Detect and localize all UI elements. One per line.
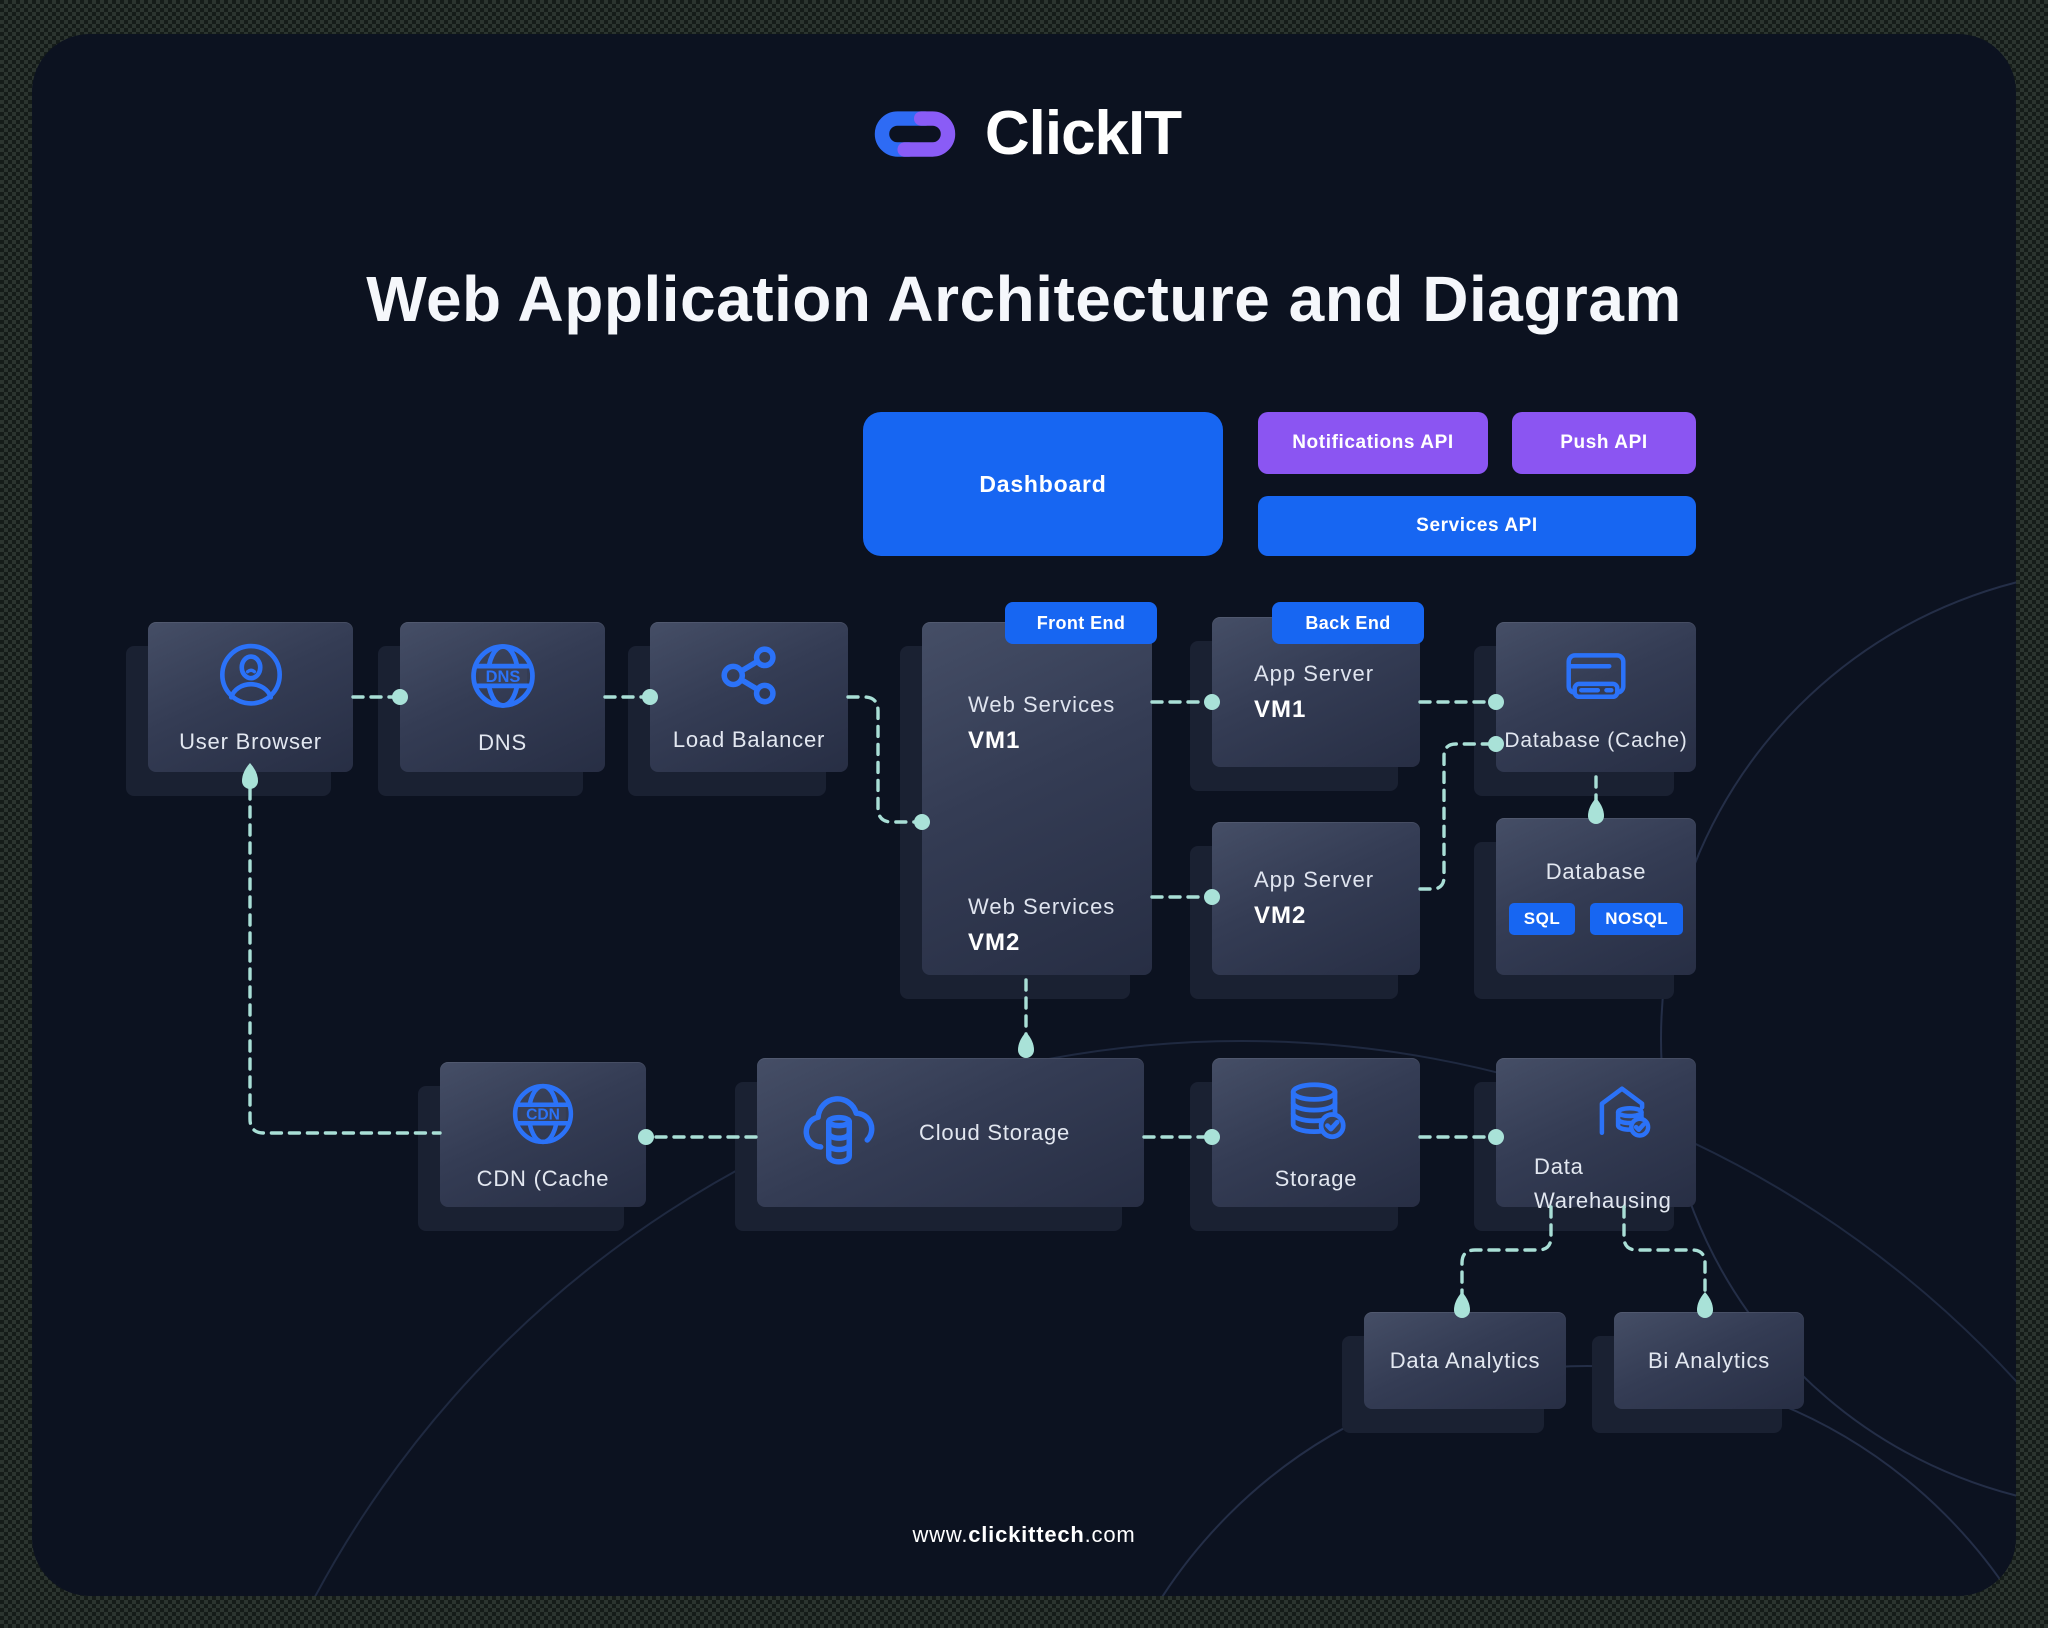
node-label: DNS bbox=[478, 730, 527, 755]
dns-globe-icon: DNS bbox=[470, 644, 535, 708]
node-label: Web Services bbox=[968, 692, 1116, 717]
website-url: www.clickittech.com bbox=[0, 1522, 2048, 1548]
sql-badge: SQL bbox=[1508, 902, 1576, 935]
node-label: Data bbox=[1534, 1154, 1584, 1179]
url-prefix: www. bbox=[912, 1522, 969, 1547]
node-cdn: CDN CDN (Cache bbox=[418, 1062, 646, 1231]
node-web-services: Web Services VM1 Web Services VM2 bbox=[900, 622, 1152, 999]
node-dns: DNS DNS bbox=[378, 622, 605, 796]
node-database: Database SQL NOSQL bbox=[1474, 818, 1696, 999]
node-data-analytics: Data Analytics bbox=[1342, 1312, 1566, 1433]
svg-text:CDN: CDN bbox=[526, 1106, 560, 1123]
cdn-globe-icon: CDN bbox=[512, 1083, 574, 1144]
node-label: Database (Cache) bbox=[1504, 729, 1688, 752]
web-services-vm2: Web Services VM2 bbox=[968, 894, 1115, 957]
node-label: App Server bbox=[1254, 660, 1375, 686]
url-suffix: .com bbox=[1084, 1522, 1136, 1547]
vm-label: VM1 bbox=[1254, 695, 1307, 723]
node-user-browser: User Browser bbox=[126, 622, 353, 796]
nosql-badge: NOSQL bbox=[1590, 902, 1684, 935]
node-label: User Browser bbox=[179, 729, 322, 754]
page-title: Web Application Architecture and Diagram bbox=[366, 263, 1682, 335]
dashboard-button[interactable]: Dashboard bbox=[863, 412, 1223, 556]
notifications-api-button[interactable]: Notifications API bbox=[1258, 412, 1488, 474]
web-services-vm1: Web Services VM1 bbox=[968, 692, 1115, 755]
user-browser-icon bbox=[219, 643, 282, 706]
services-api-button[interactable]: Services API bbox=[1258, 496, 1696, 556]
node-storage: Storage bbox=[1190, 1058, 1420, 1231]
node-label: Database bbox=[1545, 858, 1647, 884]
node-label: Data Analytics bbox=[1389, 1347, 1541, 1373]
node-label: App Server bbox=[1254, 867, 1375, 892]
brand-logo: ClickIT bbox=[0, 98, 2048, 169]
node-label: Warehausing bbox=[1534, 1188, 1672, 1213]
node-label: Load Balancer bbox=[672, 727, 826, 752]
front-end-badge: Front End bbox=[1005, 602, 1157, 644]
clickit-chain-icon bbox=[874, 110, 955, 157]
node-data-warehousing: Data Warehausing bbox=[1474, 1058, 1696, 1231]
load-balancer-icon bbox=[721, 646, 776, 705]
push-api-button[interactable]: Push API bbox=[1512, 412, 1696, 474]
node-label: Bi Analytics bbox=[1647, 1347, 1771, 1373]
vm-label: VM1 bbox=[968, 727, 1021, 754]
vm-label: VM2 bbox=[1254, 902, 1307, 929]
node-label: Storage bbox=[1274, 1165, 1358, 1191]
node-app-server-vm2: App Server VM2 bbox=[1190, 822, 1420, 999]
node-label: Cloud Storage bbox=[919, 1119, 1071, 1145]
brand-name: ClickIT bbox=[984, 99, 1182, 168]
cache-server-icon bbox=[1566, 653, 1626, 700]
data-warehouse-icon bbox=[1599, 1086, 1651, 1138]
node-label: Web Services bbox=[968, 894, 1116, 919]
cloud-storage-icon bbox=[803, 1095, 875, 1165]
node-cloud-storage: Cloud Storage bbox=[735, 1058, 1144, 1231]
node-bi-analytics: Bi Analytics bbox=[1592, 1312, 1804, 1433]
back-end-badge: Back End bbox=[1272, 602, 1424, 644]
storage-database-icon bbox=[1290, 1081, 1346, 1139]
node-database-cache: Database (Cache) bbox=[1474, 622, 1696, 796]
vm-label: VM2 bbox=[968, 929, 1021, 956]
svg-text:DNS: DNS bbox=[485, 668, 520, 686]
url-bold: clickittech bbox=[968, 1522, 1085, 1547]
node-load-balancer: Load Balancer bbox=[628, 622, 848, 796]
node-label: CDN (Cache bbox=[476, 1165, 610, 1191]
